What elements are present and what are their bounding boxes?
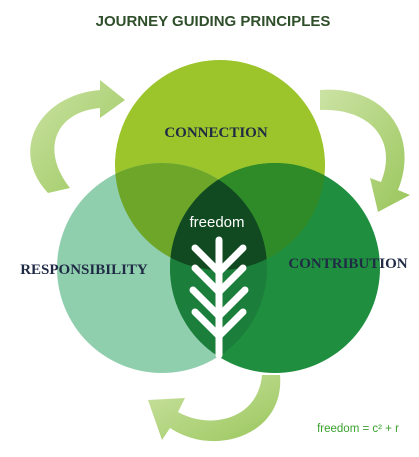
label-connection: CONNECTION bbox=[164, 125, 268, 141]
label-responsibility: RESPONSIBILITY bbox=[20, 262, 148, 278]
center-freedom-region bbox=[170, 163, 267, 270]
label-freedom: freedom bbox=[189, 214, 244, 231]
label-contribution: CONTRIBUTION bbox=[288, 256, 407, 272]
arrow-right-curve-icon bbox=[320, 89, 410, 212]
arrow-bottom-curve-icon bbox=[148, 375, 281, 442]
tree-icon bbox=[189, 236, 249, 359]
formula-text: freedom = c² + r bbox=[317, 423, 399, 435]
arrow-left-curve-icon bbox=[30, 80, 125, 193]
diagram-title: JOURNEY GUIDING PRINCIPLES bbox=[96, 13, 331, 30]
